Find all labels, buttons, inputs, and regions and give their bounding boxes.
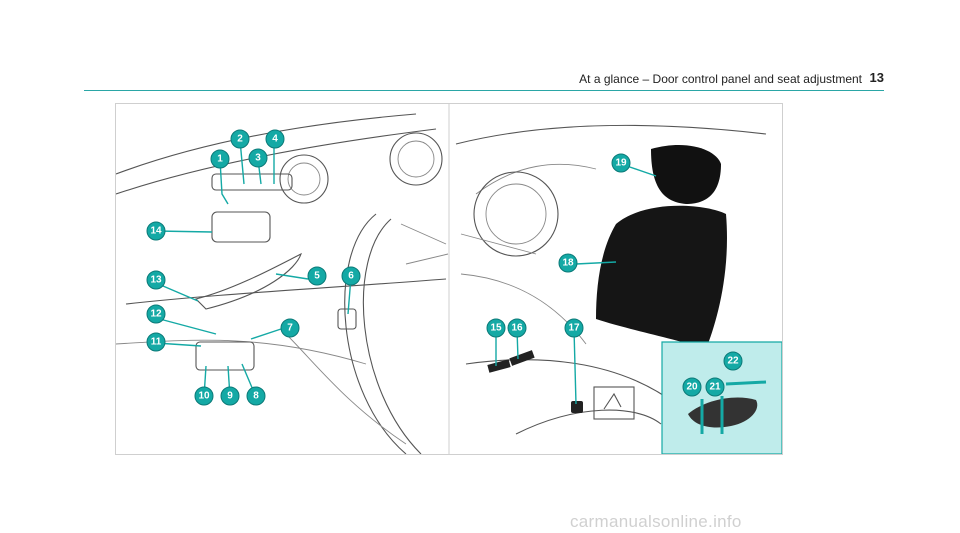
seat-control-inset xyxy=(661,341,782,454)
door-panel-sketch xyxy=(116,113,449,454)
page-title: At a glance – Door control panel and sea… xyxy=(579,72,862,86)
watermark: carmanualsonline.info xyxy=(570,512,742,531)
callout-12: 12 xyxy=(146,304,166,324)
callout-13: 13 xyxy=(146,270,166,290)
callout-21: 21 xyxy=(705,377,725,397)
svg-text:17: 17 xyxy=(568,323,580,334)
callout-11: 11 xyxy=(146,332,166,352)
svg-text:20: 20 xyxy=(686,382,698,393)
callout-5: 5 xyxy=(307,266,327,286)
svg-text:18: 18 xyxy=(562,258,574,269)
svg-text:15: 15 xyxy=(490,323,502,334)
header-divider xyxy=(84,90,884,91)
callout-1: 1 xyxy=(210,149,230,169)
page-number: 13 xyxy=(869,70,884,85)
callout-7: 7 xyxy=(280,318,300,338)
svg-text:9: 9 xyxy=(227,391,233,402)
callout-9: 9 xyxy=(220,386,240,406)
svg-text:2: 2 xyxy=(237,134,243,145)
callout-4: 4 xyxy=(265,129,285,149)
svg-text:8: 8 xyxy=(253,391,259,402)
svg-text:1: 1 xyxy=(217,154,223,165)
svg-text:16: 16 xyxy=(511,323,523,334)
svg-text:19: 19 xyxy=(615,158,627,169)
callout-3: 3 xyxy=(248,148,268,168)
seat-sketch xyxy=(455,124,767,435)
svg-text:11: 11 xyxy=(151,337,162,348)
svg-text:21: 21 xyxy=(709,382,721,393)
svg-text:12: 12 xyxy=(150,309,162,320)
callout-19: 19 xyxy=(611,153,631,173)
callout-20: 20 xyxy=(682,377,702,397)
svg-text:22: 22 xyxy=(727,356,739,367)
callout-8: 8 xyxy=(246,386,266,406)
callout-16: 16 xyxy=(507,318,527,338)
page-header: At a glance – Door control panel and sea… xyxy=(0,66,960,91)
door-seat-illustration: 1 2 3 4 5 6 7 8 9 10 11 12 13 14 15 16 1… xyxy=(115,103,783,455)
svg-text:14: 14 xyxy=(150,226,162,237)
svg-text:5: 5 xyxy=(314,271,320,282)
svg-text:4: 4 xyxy=(272,134,278,145)
callout-22: 22 xyxy=(723,351,743,371)
svg-text:6: 6 xyxy=(348,271,354,282)
svg-text:7: 7 xyxy=(287,323,293,334)
callout-17: 17 xyxy=(564,318,584,338)
callout-18: 18 xyxy=(558,253,578,273)
callout-6: 6 xyxy=(341,266,361,286)
callout-10: 10 xyxy=(194,386,214,406)
callout-15: 15 xyxy=(486,318,506,338)
svg-text:10: 10 xyxy=(198,391,210,402)
illustration-svg: 1 2 3 4 5 6 7 8 9 10 11 12 13 14 15 16 1… xyxy=(116,104,782,454)
svg-text:3: 3 xyxy=(255,153,261,164)
callout-14: 14 xyxy=(146,221,166,241)
callout-2: 2 xyxy=(230,129,250,149)
svg-text:13: 13 xyxy=(150,275,162,286)
